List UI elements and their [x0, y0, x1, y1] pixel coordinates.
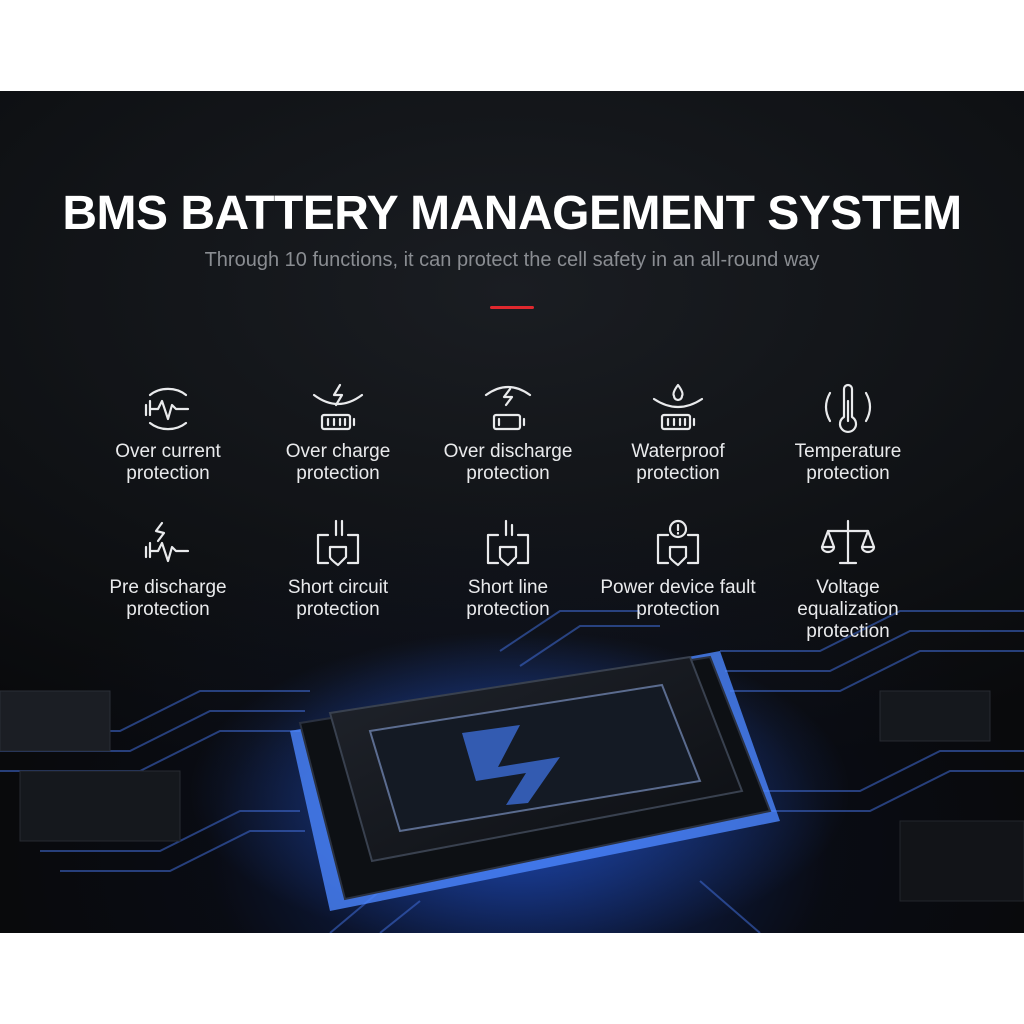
battery-charge-icon — [312, 383, 364, 431]
feature-line2: protection — [806, 463, 890, 484]
current-wave-icon — [144, 387, 190, 431]
feature-line2: protection — [126, 599, 210, 620]
feature-line1: Voltage equalization — [797, 577, 899, 620]
device-fault-alert-icon — [656, 519, 700, 567]
feature-line1: Power device fault — [600, 577, 756, 598]
chip-illustration — [0, 610, 1024, 933]
feature-line2: protection — [296, 463, 380, 484]
pre-discharge-wave-icon — [144, 521, 190, 563]
page-subtitle: Through 10 functions, it can protect the… — [204, 249, 820, 271]
feature-line2: protection — [806, 621, 890, 642]
feature-line1: Over charge — [285, 441, 391, 462]
battery-discharge-icon — [484, 385, 532, 431]
thermometer-icon — [824, 383, 872, 434]
feature-line1: Waterproof — [631, 441, 725, 462]
waterproof-battery-icon — [652, 383, 704, 431]
feature-line1: Short circuit — [287, 577, 389, 598]
feature-line1: Pre discharge — [109, 577, 227, 598]
feature-line1: Short line — [467, 577, 549, 598]
feature-line2: protection — [126, 463, 210, 484]
feature-line2: protection — [466, 463, 550, 484]
feature-line2: protection — [466, 599, 550, 620]
feature-line2: protection — [636, 599, 720, 620]
feature-line1: Over current — [115, 441, 221, 462]
feature-line1: Temperature — [794, 441, 902, 462]
short-circuit-shield-icon — [316, 519, 360, 567]
feature-line2: protection — [636, 463, 720, 484]
short-line-shield-icon — [486, 519, 530, 567]
hero-panel: BMS BATTERY MANAGEMENT SYSTEM Through 10… — [0, 91, 1024, 933]
page-title: BMS BATTERY MANAGEMENT SYSTEM — [62, 187, 962, 240]
feature-line2: protection — [296, 599, 380, 620]
balance-scale-icon — [820, 519, 876, 565]
feature-line1: Over discharge — [443, 441, 573, 462]
accent-divider — [490, 306, 534, 309]
